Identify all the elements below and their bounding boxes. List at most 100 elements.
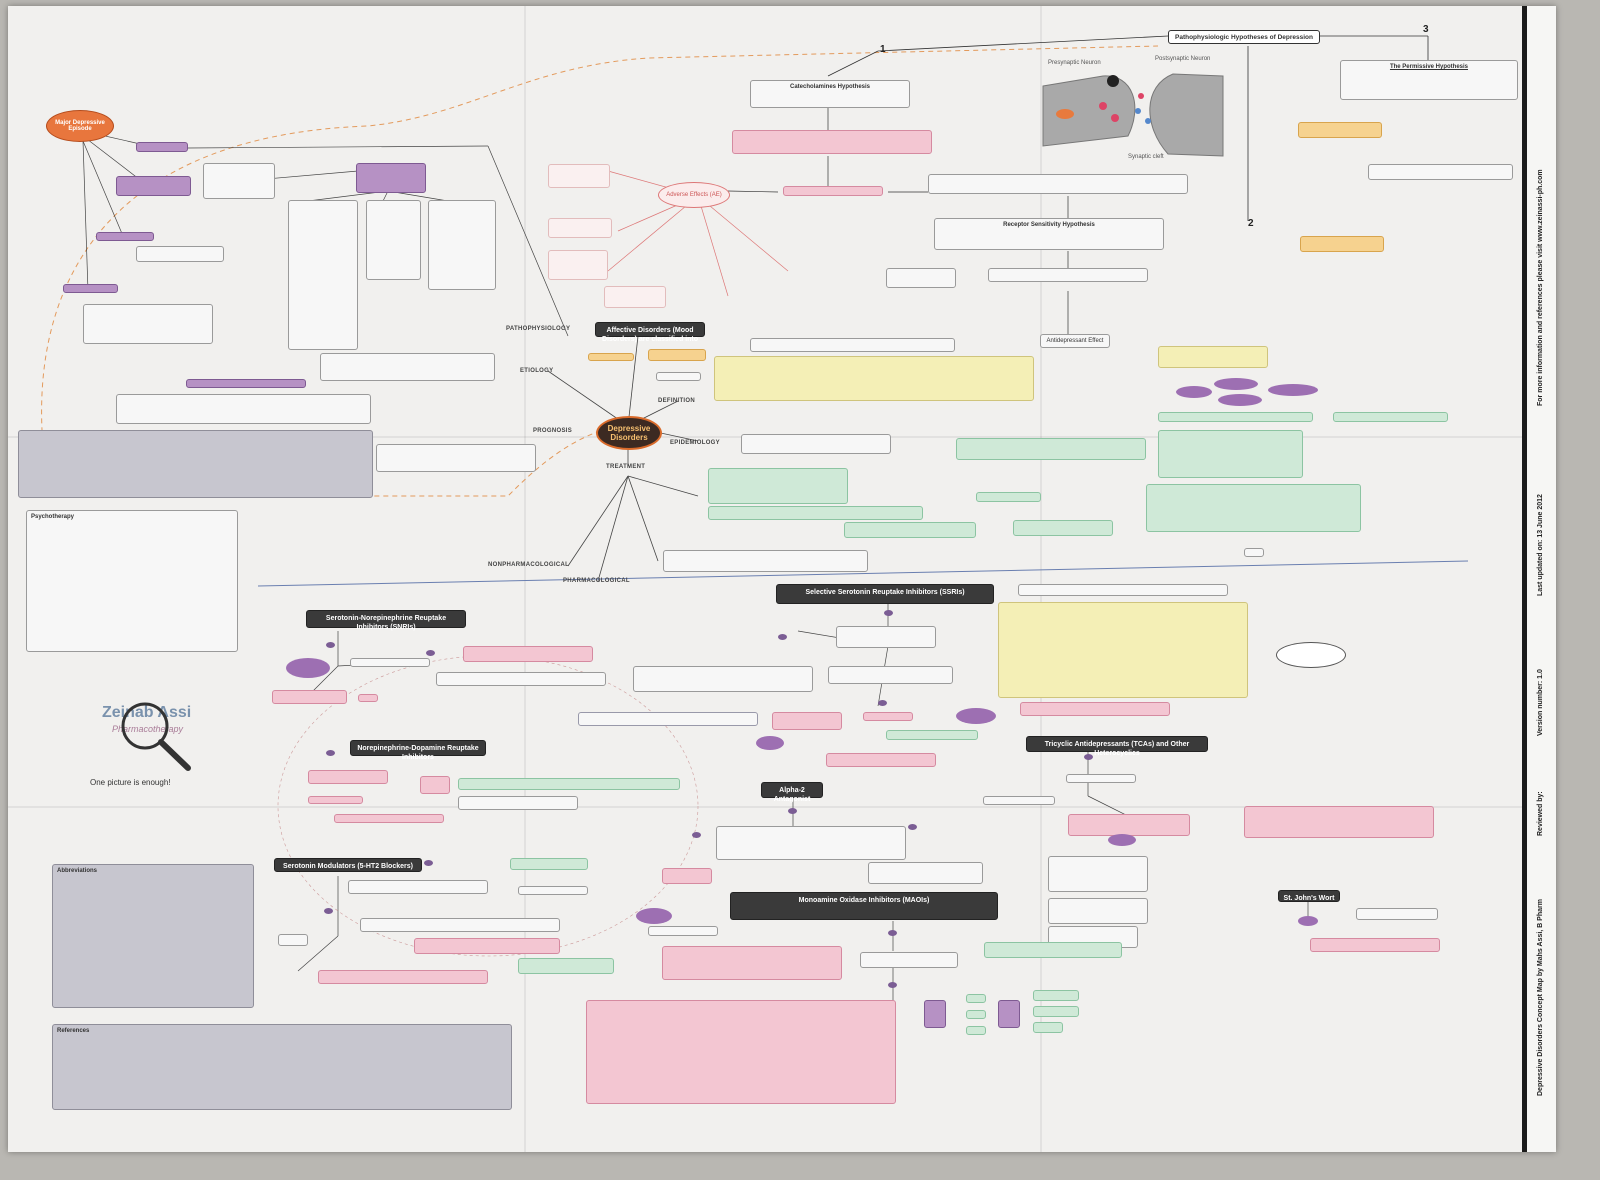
ndri-green: [458, 778, 680, 790]
ndri-ae: [308, 770, 388, 784]
increased-levels-box: [783, 186, 883, 196]
branch-definition: DEFINITION: [658, 398, 695, 404]
connector-dot: [326, 642, 335, 648]
alpha2-ae: [662, 868, 712, 884]
maoi-green: [1033, 1022, 1063, 1033]
sidebar-author: Depressive Disorders Concept Map by Mahs…: [1537, 899, 1544, 1096]
monitoring-box: [663, 550, 868, 572]
note-box: [1368, 164, 1513, 180]
modulators-info: [278, 934, 308, 946]
connector-dot: [778, 634, 787, 640]
antidepressant-effect-label: Antidepressant Effect: [1046, 338, 1104, 344]
connector-dot: [888, 982, 897, 988]
purple-oval: [756, 736, 784, 750]
connector-dot: [878, 700, 887, 706]
ae-item: [548, 250, 608, 280]
logo-subtitle: Pharmacotherapy: [112, 724, 184, 734]
purple-oval: [286, 658, 330, 678]
abbreviations-title: Abbreviations: [57, 868, 98, 874]
snri-ae: [358, 694, 378, 702]
alpha2-info: [868, 862, 983, 884]
hypothesis-number-1: 1: [880, 44, 886, 55]
criteria-list-box: [18, 430, 373, 498]
orange-note: [1298, 122, 1382, 138]
branch-pathophysiology: PATHOPHYSIOLOGY: [506, 326, 571, 332]
purple-node: [136, 142, 188, 152]
etiology-box: [320, 353, 495, 381]
nt-levels-box: [886, 268, 956, 288]
modulators-info: [348, 880, 488, 894]
maoi-green: [966, 1010, 986, 1019]
maoi-title: Monoamine Oxidase Inhibitors (MAOIs): [730, 892, 998, 920]
maoi-info: [648, 926, 718, 936]
center-label: Depressive Disorders: [607, 424, 651, 442]
catecholamines-hypothesis-box: Catecholamines Hypothesis: [750, 80, 910, 108]
sidebar-updated: Last updated on: 13 June 2012: [1537, 494, 1544, 596]
tca-ae: [1244, 806, 1434, 838]
prognosis-box: [376, 444, 536, 472]
tca-info: [1048, 898, 1148, 924]
depressive-disorders-center-node: Depressive Disorders: [596, 416, 662, 450]
hypothesis-number-2: 2: [1248, 218, 1254, 229]
connector-dot: [908, 824, 917, 830]
modulators-info: [360, 918, 560, 932]
bipolar-node: [588, 353, 634, 361]
connector-dot: [324, 908, 333, 914]
pathophysiologic-hypotheses-header: Pathophysiologic Hypotheses of Depressio…: [1168, 30, 1320, 44]
postsynaptic-label: Postsynaptic Neuron: [1155, 56, 1211, 62]
purple-node: [63, 284, 118, 293]
alpha2-title: Alpha-2 Antagonist: [761, 782, 823, 803]
ae-item: [604, 286, 666, 308]
connector-dot: [426, 650, 435, 656]
st-johns-ae: [1310, 938, 1440, 952]
tca-title: Tricyclic Antidepressants (TCAs) and Oth…: [1026, 736, 1208, 757]
branch-etiology: ETIOLOGY: [520, 368, 554, 374]
continue-box: [1158, 412, 1313, 422]
references-box: References: [52, 1024, 512, 1110]
modulators-ae: [414, 938, 560, 954]
snri-info: [436, 672, 606, 686]
info-box: [203, 163, 275, 199]
connector-dot: [692, 832, 701, 838]
synaptic-cleft-label: Synaptic cleft: [1128, 154, 1164, 160]
branch-epidemiology: EPIDEMIOLOGY: [670, 440, 720, 446]
maoi-green: [984, 942, 1122, 958]
end-box: [1244, 548, 1264, 557]
snri-info: [350, 658, 430, 667]
concept-map-poster: Major Depressive Episode PATHOPHYSIOLOGY…: [8, 6, 1556, 1152]
purple-oval: [956, 708, 996, 724]
abbreviations-box: Abbreviations: [52, 864, 254, 1008]
continue-box: [1333, 412, 1448, 422]
major-episode-label: Major Depressive Episode: [55, 120, 105, 132]
logo-tagline: One picture is enough!: [90, 778, 171, 787]
fold-line: [524, 6, 526, 1152]
permissive-title: The Permissive Hypothesis: [1389, 64, 1469, 70]
snri-title: Serotonin-Norepinephrine Reuptake Inhibi…: [306, 610, 466, 631]
medical-disorders-node: [356, 163, 426, 193]
alpha2-info: [716, 826, 906, 860]
orange-note: [1300, 236, 1384, 252]
sidebar-reviewed: Reviewed by:: [1537, 791, 1544, 836]
st-johns-wort-title: St. John's Wort: [1278, 890, 1340, 902]
connector-dot: [1084, 754, 1093, 760]
snri-ae: [463, 646, 593, 662]
dose-change-box: [1146, 484, 1361, 532]
ae-item: [548, 164, 610, 188]
ae-item: [548, 218, 612, 238]
purple-oval: [1268, 384, 1318, 396]
tolerance-box: [844, 522, 976, 538]
ssri-ae: [863, 712, 913, 721]
maoi-green: [966, 1026, 986, 1035]
maoi-effect-box: [732, 130, 932, 154]
ndri-ae: [334, 814, 444, 823]
purple-oval: [1214, 378, 1258, 390]
tca-info: [983, 796, 1055, 805]
definition-sub: [656, 372, 701, 381]
definition-box: [714, 356, 1034, 401]
endocrine-disease-list: [288, 200, 358, 350]
ssri-ae: [1020, 702, 1170, 716]
ssri-title: Selective Serotonin Reuptake Inhibitors …: [776, 584, 994, 604]
magnifier-icon: [121, 702, 191, 771]
tca-info: [1066, 774, 1136, 783]
psychotherapy-title: Psychotherapy: [31, 514, 75, 520]
